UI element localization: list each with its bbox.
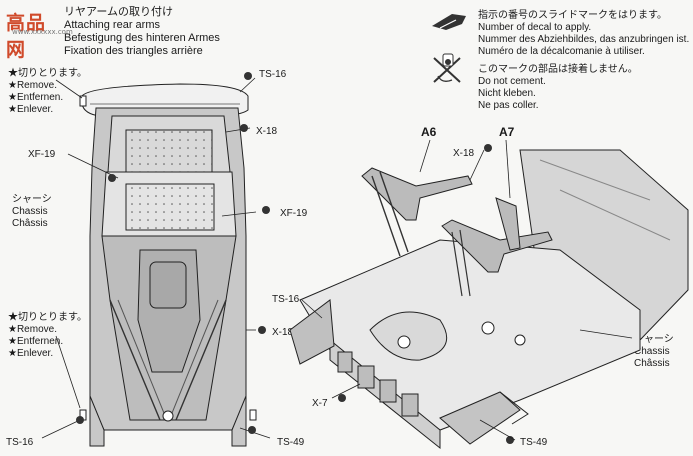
decal-arrow-icon	[432, 14, 466, 30]
title-fr: Fixation des triangles arrière	[64, 45, 203, 57]
logo-subtext: www.xxxxxx.com	[12, 28, 73, 36]
remove-bottom-jp: ★切りとります。	[8, 312, 87, 323]
part-x18-right: X-18	[453, 148, 475, 159]
logo-text: 高品网	[6, 12, 47, 61]
chassis-right-fr: Châssis	[634, 358, 670, 369]
decal-de: Nummer des Abziehbildes, das anzubringen…	[478, 34, 690, 45]
nocement-en: Do not cement.	[478, 76, 546, 87]
remove-top-jp: ★切りとります。	[8, 68, 87, 79]
decal-en: Number of decal to apply.	[478, 22, 592, 33]
decal-jp: 指示の番号のスライドマークをはります。	[478, 10, 667, 21]
chassis-left-jp: シャーシ	[12, 194, 52, 205]
part-ts16-right: TS-16	[272, 294, 300, 305]
nocement-de: Nicht kleben.	[478, 88, 536, 99]
part-ts16-top: TS-16	[259, 69, 287, 80]
remove-bottom-en: ★Remove.	[8, 324, 57, 335]
chassis-right-jp: シャーシ	[634, 334, 674, 345]
chassis-left-fr: Châssis	[12, 218, 48, 229]
part-a7: A7	[499, 125, 515, 139]
part-ts49-right: TS-49	[520, 437, 548, 448]
remove-bottom-fr: ★Enlever.	[8, 348, 54, 359]
chassis-label-right: シャーシ Chassis Châssis	[634, 334, 674, 370]
part-a6: A6	[421, 125, 437, 139]
remove-note-top: ★切りとります。 ★Remove. ★Entfernen. ★Enlever.	[8, 68, 87, 116]
no-cement-icon	[433, 53, 461, 83]
chassis-label-left: シャーシ Chassis Châssis	[12, 194, 52, 230]
step-title: リヤアームの取り付け Attaching rear arms Befestigu…	[64, 6, 220, 58]
part-x7: X-7	[312, 398, 328, 409]
chassis-left-en: Chassis	[12, 206, 48, 217]
title-de: Befestigung des hinteren Armes	[64, 32, 220, 44]
chassis-right-en: Chassis	[634, 346, 670, 357]
decal-legend: 指示の番号のスライドマークをはります。 Number of decal to a…	[478, 10, 689, 58]
nocement-jp: このマークの部品は接着しません。	[478, 64, 638, 75]
decal-fr: Numéro de la décalcomanie à utiliser.	[478, 46, 645, 57]
nocement-legend: このマークの部品は接着しません。 Do not cement. Nicht kl…	[478, 64, 638, 112]
remove-top-en: ★Remove.	[8, 80, 57, 91]
part-xf19-left: XF-19	[28, 149, 56, 160]
part-ts49-bottom: TS-49	[277, 437, 305, 448]
rear-arm-perspective	[289, 149, 689, 450]
chassis-top-view	[79, 83, 257, 447]
site-logo: 高品网 www.xxxxxx.com	[4, 6, 73, 61]
remove-top-de: ★Entfernen.	[8, 92, 64, 103]
remove-top-fr: ★Enlever.	[8, 104, 54, 115]
part-xf19-mid: XF-19	[280, 208, 308, 219]
part-x18-mid: X-18	[272, 327, 294, 338]
part-ts16-bottom: TS-16	[6, 437, 34, 448]
part-x18-top: X-18	[256, 126, 278, 137]
remove-bottom-de: ★Entfernen.	[8, 336, 64, 347]
nocement-fr: Ne pas coller.	[478, 100, 539, 111]
title-en: Attaching rear arms	[64, 19, 160, 31]
remove-note-bottom: ★切りとります。 ★Remove. ★Entfernen. ★Enlever.	[8, 312, 87, 360]
title-jp: リヤアームの取り付け	[64, 6, 174, 18]
